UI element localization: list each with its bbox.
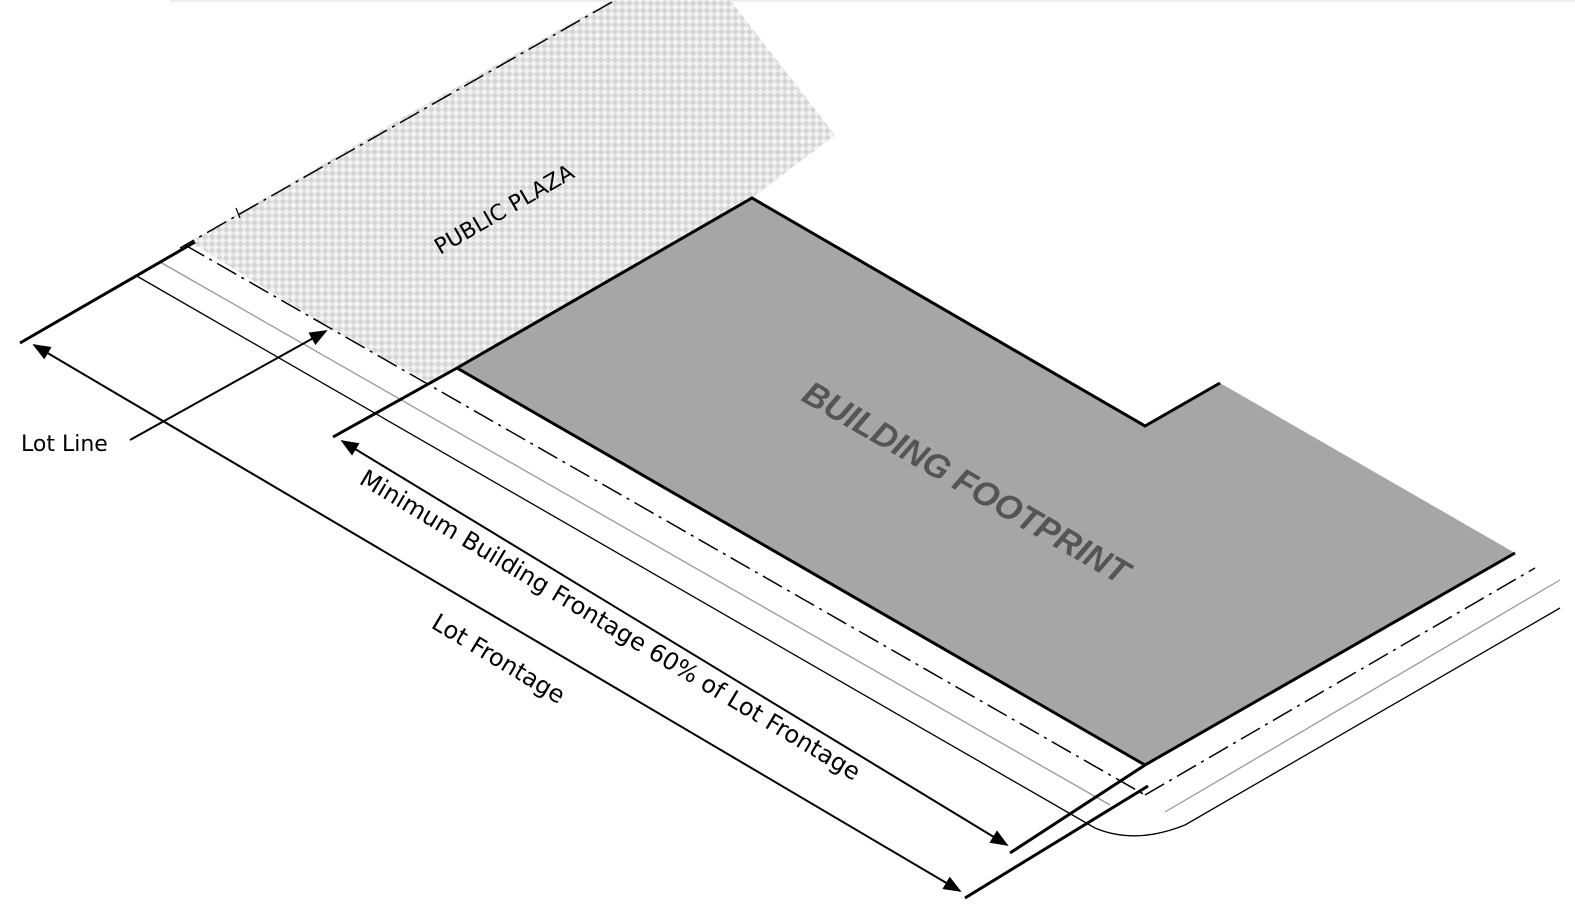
corner-lot-line-dashdot <box>1144 567 1536 796</box>
building-footprint-edge <box>456 196 1221 428</box>
lot-frontage-left-tick <box>19 240 196 345</box>
plaza-boundary-line <box>179 1 613 249</box>
lot-frontage-label: Lot Frontage <box>427 608 570 709</box>
lot-line-leader-arrow <box>129 330 328 441</box>
corner-curb <box>1094 607 1561 837</box>
lot-frontage-right-tick <box>964 784 1149 900</box>
public-plaza-area <box>190 0 835 383</box>
lot-line-label: Lot Line <box>21 432 108 457</box>
corner-sidewalk-gray <box>1164 579 1561 813</box>
building-frontage-right-tick <box>1009 763 1146 855</box>
plaza-boundary-tick <box>235 207 241 219</box>
building-frontage-dimension-line <box>340 440 1009 846</box>
building-frontage-left-tick <box>332 366 458 439</box>
